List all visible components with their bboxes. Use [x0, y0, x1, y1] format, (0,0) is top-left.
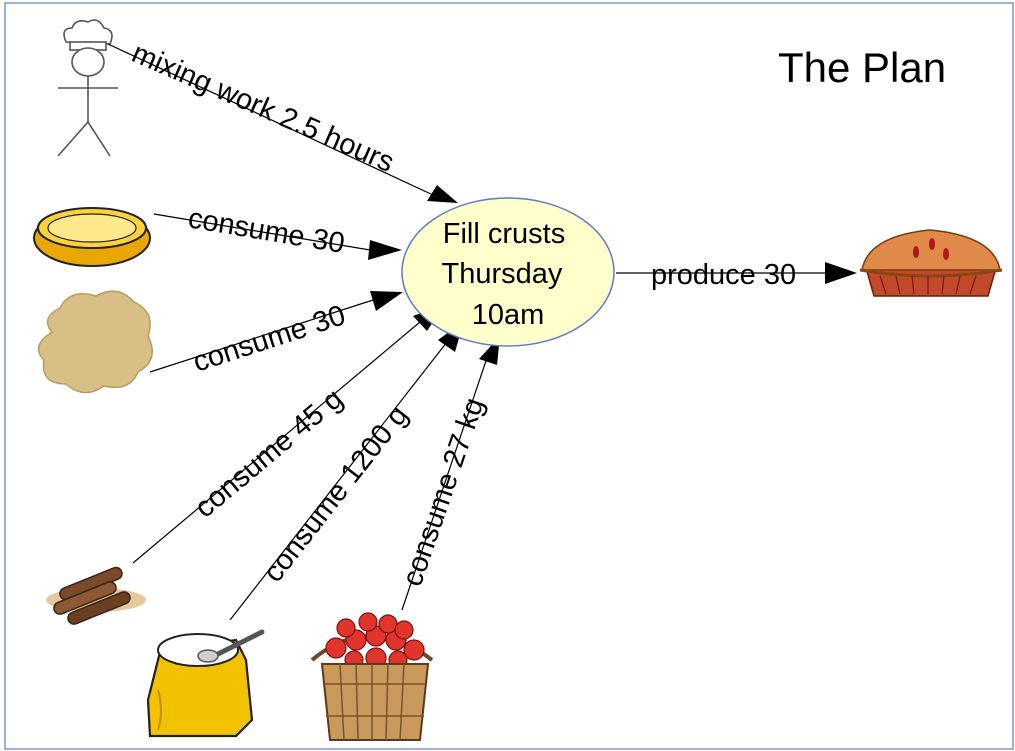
edge-line-chef: [107, 43, 434, 196]
chef-icon: [57, 19, 118, 157]
arrowhead: [368, 240, 402, 260]
edge-line-flour: [229, 341, 448, 621]
slide-frame: [4, 2, 1014, 750]
cinnamon-icon: [46, 566, 146, 625]
center-node-line-2: Thursday: [442, 258, 563, 290]
apple-basket-icon: [310, 612, 434, 741]
center-node-line-3: 10am: [472, 299, 545, 331]
diagram-title: The Plan: [778, 44, 946, 91]
arrowhead: [370, 291, 403, 311]
apple-pie-icon: [859, 229, 1003, 297]
edge-line-dough: [149, 299, 374, 373]
edge-label-produce: produce 30: [651, 259, 796, 291]
edge-line-crust: [153, 213, 371, 251]
arrowhead: [825, 262, 857, 284]
center-node-line-1: Fill crusts: [443, 218, 565, 250]
edge-label-consume-crust: consume 30: [186, 202, 347, 260]
edge-line-cinnamon: [132, 321, 421, 564]
dough-icon: [37, 290, 153, 394]
edge-label-consume-dough: consume 30: [189, 299, 349, 378]
center-node: Fill crusts Thursday 10am: [401, 197, 615, 347]
edge-line-apples: [401, 345, 492, 611]
flour-bag-icon: [146, 629, 265, 738]
arrowhead: [427, 185, 458, 203]
pie-crust-icon: [33, 207, 151, 267]
center-node-ellipse: [401, 197, 615, 347]
edge-label-mixing: mixing work 2.5 hours: [127, 37, 398, 179]
